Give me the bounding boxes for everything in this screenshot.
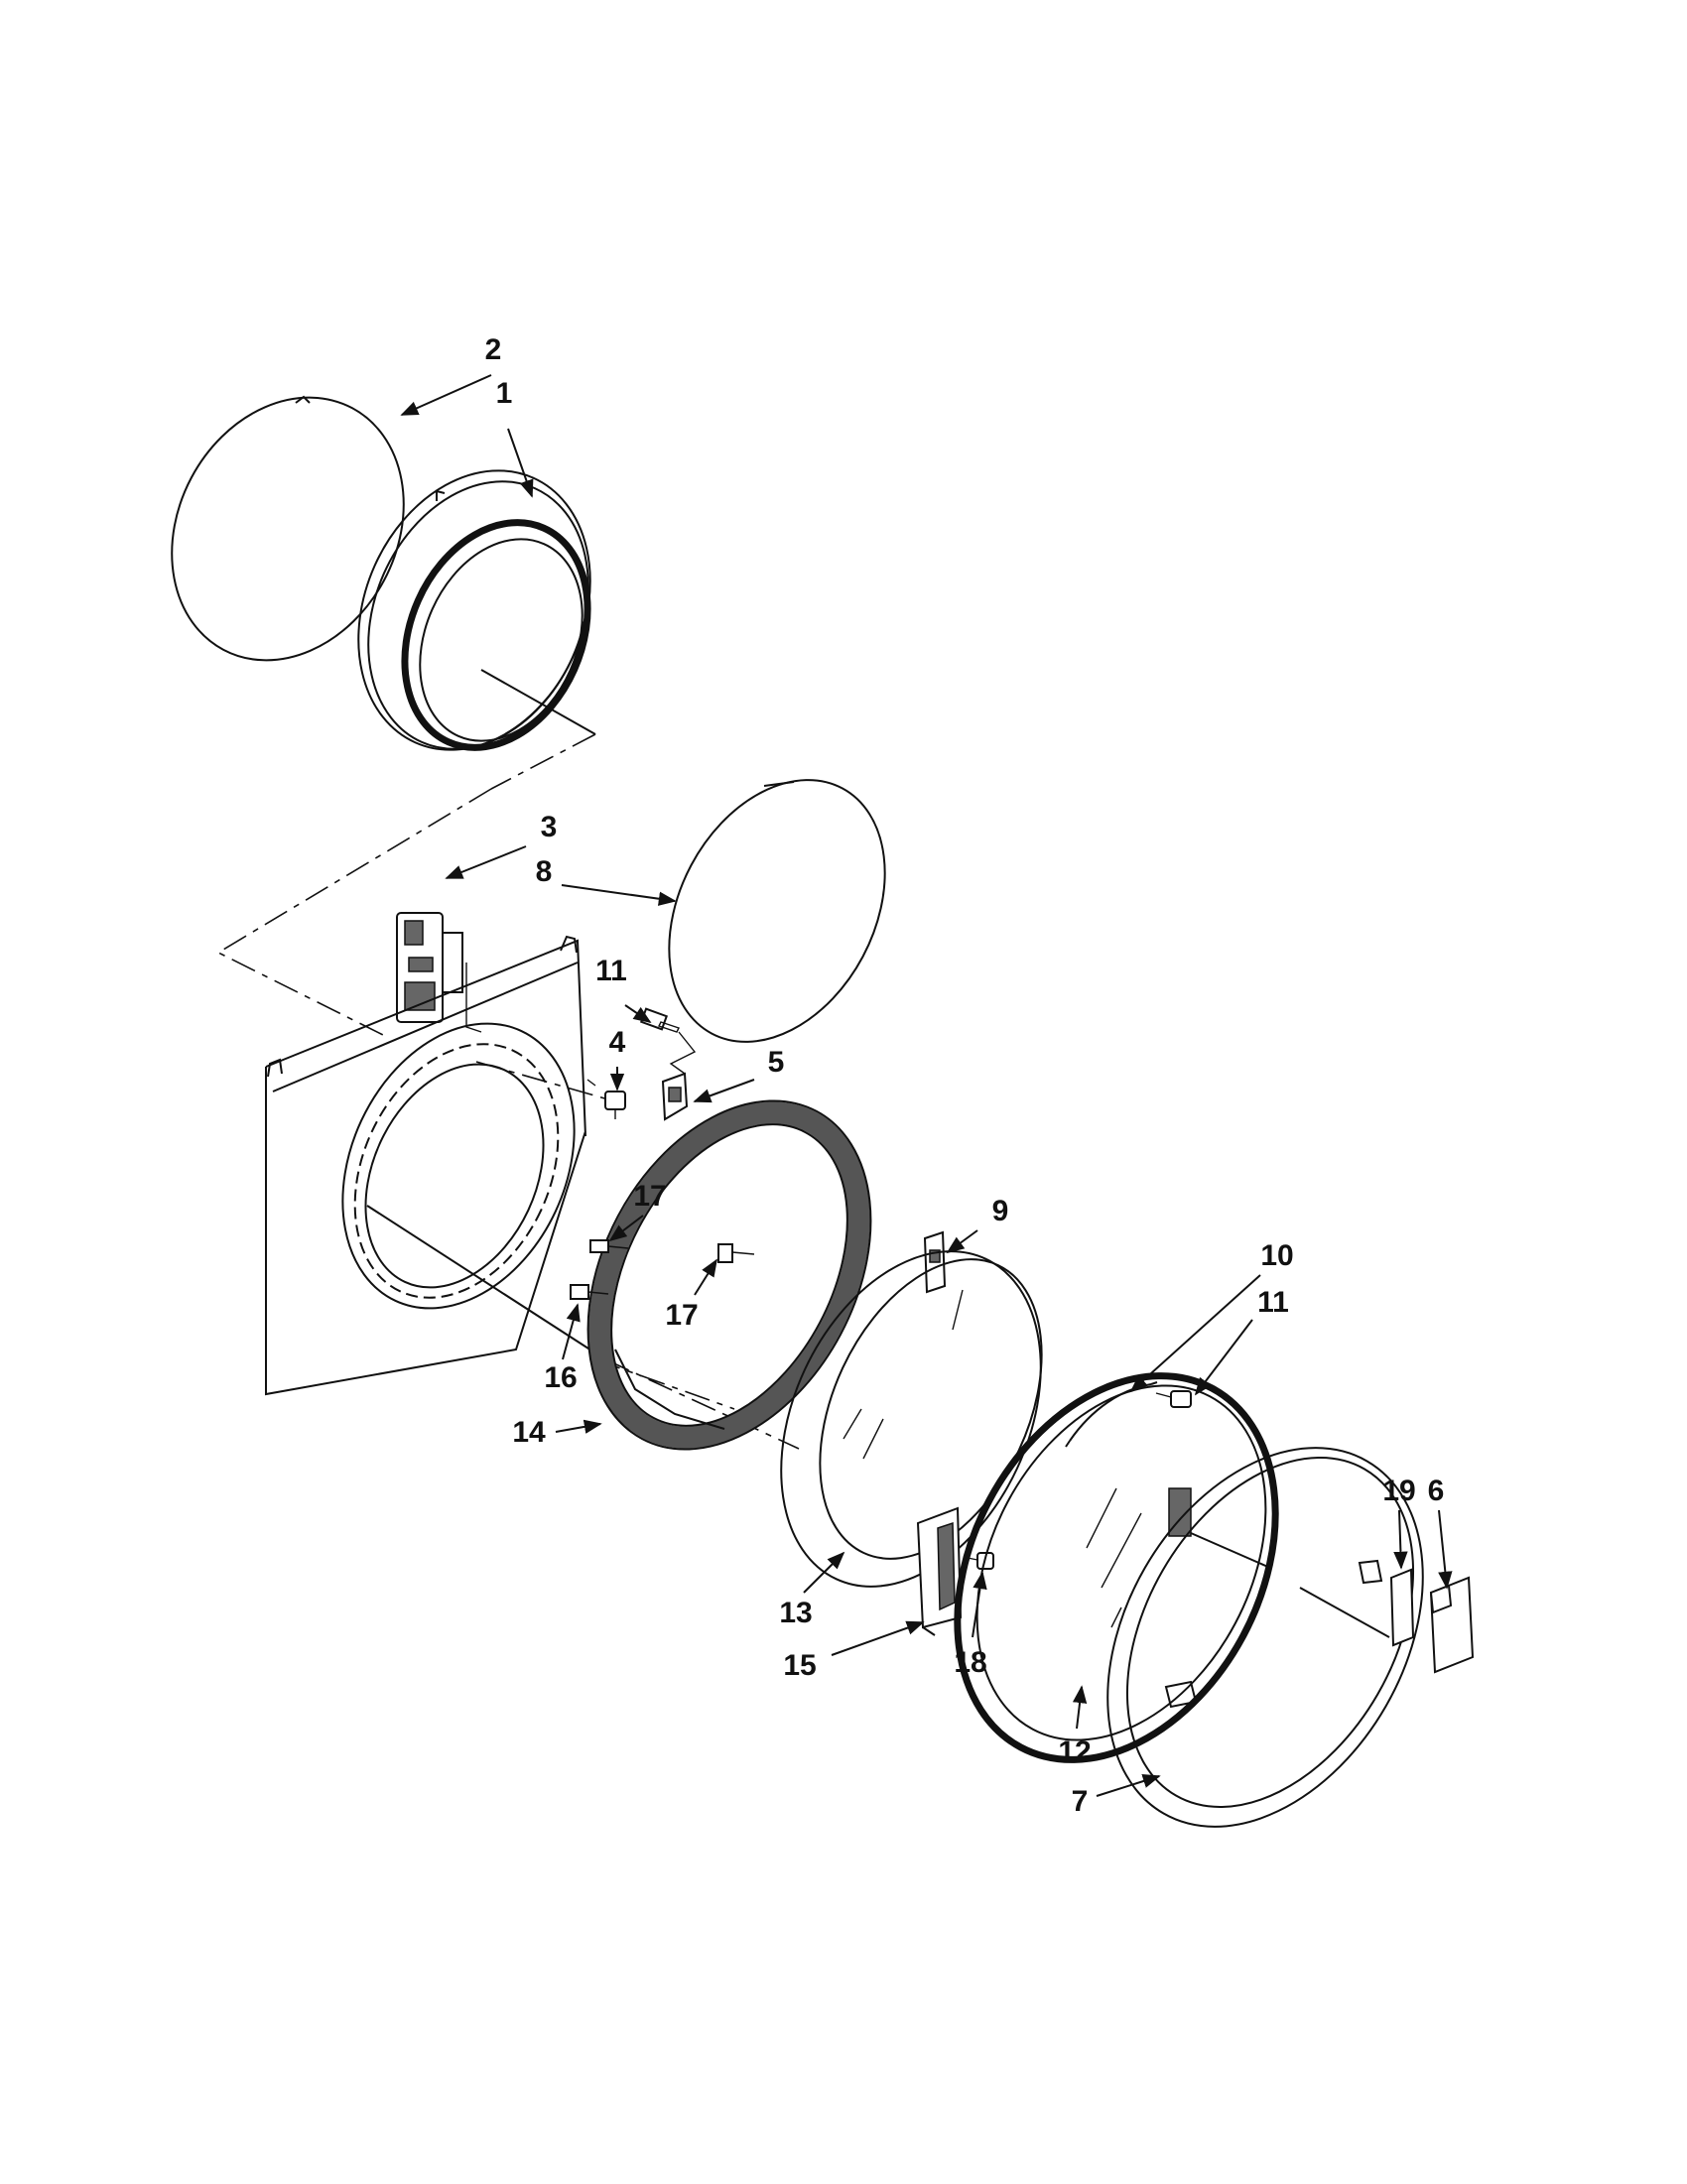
label-part-9: 9 [992,1195,1009,1227]
label-part-15: 15 [783,1649,816,1682]
leader-lines [400,374,1453,1797]
screw-4 [586,1079,626,1119]
part-14-inner-frame [586,1099,872,1451]
part-number-labels: 2 1 3 8 11 4 5 17 17 9 10 11 16 14 19 6 … [485,333,1445,1818]
label-part-11-lower: 11 [1257,1286,1289,1319]
label-part-17-right: 17 [665,1299,698,1332]
label-part-10: 10 [1260,1239,1293,1272]
part-7-outer-trim [1106,1447,1424,1828]
screw-18 [967,1552,994,1570]
screw-16 [570,1284,609,1300]
part-2-outer-glass [171,395,405,662]
screw-17-right [717,1243,755,1263]
part-3-door-lock [396,912,482,1033]
label-part-8: 8 [536,855,553,888]
part-13-inner-window [780,1250,1043,1588]
part-6-handle-cap [1429,1576,1475,1674]
label-part-11-upper: 11 [595,955,627,987]
label-part-1: 1 [496,377,513,410]
label-part-19: 19 [1382,1475,1415,1507]
label-part-7: 7 [1072,1785,1089,1818]
part-9-clip [923,1230,947,1294]
label-part-4: 4 [609,1026,626,1059]
label-part-2: 2 [485,333,502,366]
label-part-18: 18 [954,1646,986,1679]
part-1-door-ring [357,469,596,751]
label-part-3: 3 [541,811,558,843]
label-part-6: 6 [1428,1475,1445,1507]
part-5-bracket [661,1072,689,1121]
part-8-inner-glass [668,779,886,1043]
screw-17-left [589,1239,629,1253]
label-part-16: 16 [544,1361,577,1394]
label-part-5: 5 [768,1046,785,1079]
label-part-17-left: 17 [633,1180,666,1213]
part-15-handle [916,1506,963,1636]
label-part-13: 13 [779,1597,812,1629]
part-12-door-glass-gasket [954,1372,1279,1763]
label-part-12: 12 [1058,1735,1091,1768]
front-panel [265,935,606,1396]
part-10-hinge-strip [1065,1381,1158,1448]
part-19-pad [1389,1568,1415,1647]
screw-11-lower [1155,1390,1192,1408]
screw-11-upper [639,1007,697,1075]
label-part-14: 14 [512,1416,546,1449]
